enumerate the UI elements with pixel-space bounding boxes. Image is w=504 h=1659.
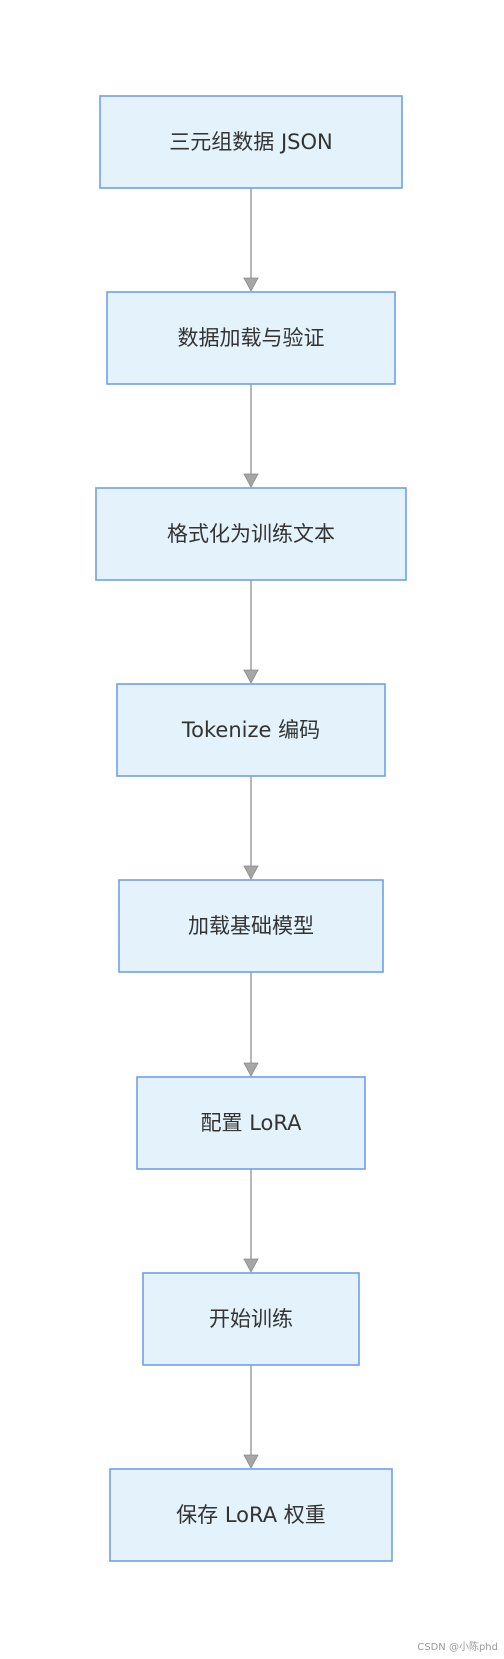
node-label: 格式化为训练文本 — [167, 522, 335, 546]
node-3: 格式化为训练文本 — [95, 487, 407, 581]
node-label: 加载基础模型 — [188, 914, 314, 938]
edge-arrow-5 — [243, 972, 259, 1077]
edge-arrow-3 — [243, 580, 259, 684]
arrowhead-icon — [243, 865, 259, 880]
node-label: Tokenize 编码 — [181, 718, 320, 742]
node-box — [106, 291, 396, 385]
arrowhead-icon — [243, 669, 259, 684]
arrowhead-icon — [243, 1062, 259, 1077]
arrowhead-icon — [243, 1454, 259, 1469]
edge-arrow-6 — [243, 1169, 259, 1273]
node-label: 配置 LoRA — [201, 1111, 303, 1135]
arrowhead-icon — [243, 473, 259, 488]
node-label: 数据加载与验证 — [178, 326, 325, 350]
node-8: 保存 LoRA 权重 — [109, 1468, 393, 1562]
edge-arrow-1 — [243, 188, 259, 292]
arrowhead-icon — [243, 277, 259, 292]
edge-arrow-4 — [243, 776, 259, 880]
node-6: 配置 LoRA — [136, 1076, 366, 1170]
edge-arrow-2 — [243, 384, 259, 488]
watermark: CSDN @小陈phd — [417, 1642, 498, 1653]
node-1: 三元组数据 JSON — [99, 95, 403, 189]
node-box — [95, 487, 407, 581]
node-box — [109, 1468, 393, 1562]
node-4: Tokenize 编码 — [116, 683, 386, 777]
node-box — [136, 1076, 366, 1170]
edges-layer — [243, 188, 259, 1469]
node-2: 数据加载与验证 — [106, 291, 396, 385]
edge-arrow-7 — [243, 1365, 259, 1469]
node-5: 加载基础模型 — [118, 879, 384, 973]
node-7: 开始训练 — [142, 1272, 360, 1366]
node-label: 三元组数据 JSON — [169, 130, 332, 154]
node-box — [116, 683, 386, 777]
arrowhead-icon — [243, 1258, 259, 1273]
node-box — [99, 95, 403, 189]
node-box — [118, 879, 384, 973]
node-label: 开始训练 — [209, 1307, 293, 1331]
node-label: 保存 LoRA 权重 — [176, 1503, 326, 1527]
node-box — [142, 1272, 360, 1366]
